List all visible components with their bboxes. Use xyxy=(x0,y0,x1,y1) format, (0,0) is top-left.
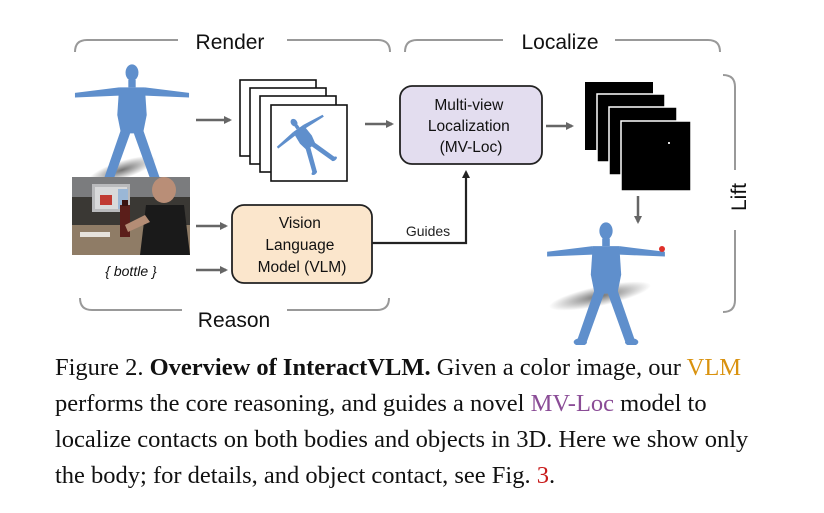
svg-text:Multi-view Localization: Multi-view Localization (MV-Loc) xyxy=(428,97,514,156)
render-bracket xyxy=(74,39,391,53)
mvloc-line-1: Multi-view xyxy=(434,97,504,114)
input-photo xyxy=(72,177,190,255)
caption-title: Overview of InteractVLM. xyxy=(149,354,431,381)
reason-bracket xyxy=(79,297,390,311)
input-body-mesh xyxy=(74,64,190,185)
overview-figure: Render Localize Reason Lift Multi-view L… xyxy=(72,31,751,345)
lifted-body-mesh xyxy=(547,222,665,345)
localize-label: Localize xyxy=(521,31,598,54)
text-prompt: { bottle } xyxy=(105,263,157,279)
svg-text:Vision Language Mo: Vision Language Model (VLM) xyxy=(258,215,347,276)
mvloc-line-2: Localization xyxy=(428,118,510,135)
caption-text-1: Given a color image, our xyxy=(430,354,687,381)
caption-mvloc-term: MV-Loc xyxy=(530,390,615,417)
caption-text-2: performs the core reasoning, and guides … xyxy=(55,390,531,417)
localize-bracket xyxy=(404,39,721,53)
rendered-views-stack xyxy=(239,79,349,184)
guides-label: Guides xyxy=(406,223,450,239)
render-label: Render xyxy=(196,31,265,54)
contact-masks-stack xyxy=(585,82,692,192)
vlm-line-1: Vision xyxy=(279,215,321,232)
vlm-line-2: Language xyxy=(265,237,334,254)
lift-label: Lift xyxy=(728,183,751,211)
caption-label: Figure 2. xyxy=(55,354,144,381)
caption-text-4: . xyxy=(548,462,556,489)
mvloc-line-3: (MV-Loc) xyxy=(440,139,503,156)
vlm-line-3: Model (VLM) xyxy=(258,259,347,276)
mvloc-box: Multi-view Localization (MV-Loc) xyxy=(399,85,543,165)
guides-connector xyxy=(372,170,470,245)
caption-text-3: model to localize contacts on both bodie… xyxy=(55,390,749,489)
contact-point xyxy=(659,246,665,252)
reason-label: Reason xyxy=(198,309,270,332)
caption-vlm-term: VLM xyxy=(686,354,742,381)
figure-caption: Figure 2. Overview of InteractVLM. Given… xyxy=(55,350,775,494)
vlm-box: Vision Language Model (VLM) xyxy=(231,204,373,284)
figure-reference-link[interactable]: 3 xyxy=(536,462,549,489)
lift-bracket xyxy=(722,74,736,313)
